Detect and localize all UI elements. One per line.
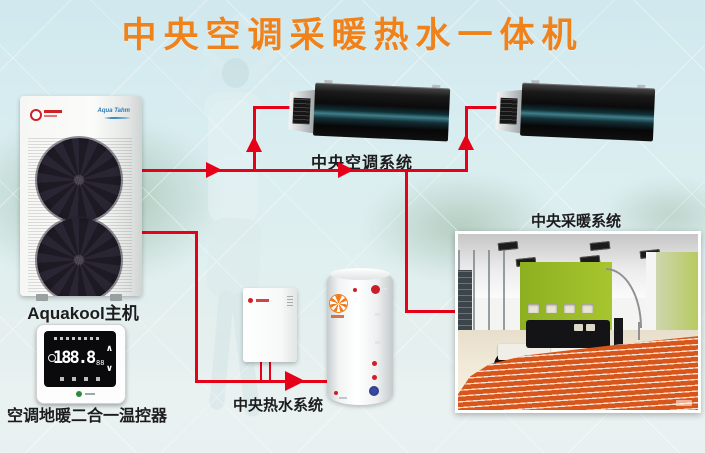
black-planter	[614, 318, 623, 348]
tank-port-mid-1	[372, 361, 377, 366]
heat-pump-cabinet: Aqua Tahm	[20, 96, 142, 296]
aqua-logo-swoosh	[103, 117, 130, 119]
hot-water-system-label: 中央热水系统	[232, 397, 323, 414]
tank-sunburst-logo-icon	[330, 295, 347, 312]
pipe-heating-vertical	[405, 169, 408, 313]
heater-brand-text	[256, 299, 269, 302]
tank-port-top	[371, 285, 380, 294]
ducted-ac-unit-2	[495, 80, 656, 147]
down-arrow-icon: ∨	[105, 363, 113, 373]
tank-indicator-dot	[353, 288, 357, 292]
unit-foot-left	[36, 294, 48, 301]
thermostat-label: 空调地暖二合一温控器	[6, 408, 167, 425]
sofa-pillow	[586, 324, 595, 331]
fan-top-icon	[37, 138, 121, 222]
power-icon	[48, 354, 56, 362]
pipe-hotwater-vertical	[195, 231, 198, 383]
heat-pump-main-unit: Aqua Tahm	[20, 96, 142, 301]
wall-niche	[564, 304, 575, 313]
thermostat-mode-icons	[60, 377, 102, 381]
wall-niche	[582, 304, 593, 313]
ducted-ac-unit-1	[288, 80, 451, 147]
fan-bottom-icon	[37, 218, 121, 296]
brand-badge-icon	[30, 109, 42, 121]
pipe-heater-stub-2	[269, 362, 271, 381]
pipe-ac2-horizontal	[465, 106, 503, 109]
room-photo-content	[458, 234, 698, 410]
flow-arrow-right-3	[285, 371, 305, 391]
hot-water-tank	[327, 268, 393, 405]
tank-fitting-2	[375, 341, 382, 344]
end-cap-grille	[500, 98, 518, 125]
heater-spec-label	[287, 294, 293, 306]
unit-body	[313, 82, 451, 142]
wall-niche	[528, 304, 539, 313]
ac-system-label: 中央空调系统	[310, 155, 413, 172]
tank-fitting-1	[375, 313, 382, 316]
pipe-heater-stub-1	[260, 362, 262, 381]
heater-brand-icon	[248, 298, 253, 303]
unit-foot-right	[110, 294, 122, 301]
thermostat-temperature-readout: 188.8	[53, 348, 96, 368]
tank-port-mid-2	[372, 375, 377, 380]
right-wall-strip	[646, 252, 656, 360]
tank-port-blue	[369, 386, 379, 396]
up-arrow-icon: ∧	[105, 343, 113, 353]
poster-title: 中央空调采暖热水一体机	[121, 16, 584, 55]
flow-arrow-right-1	[206, 162, 222, 178]
main-unit-label: Aquakool主机	[27, 304, 139, 323]
thermostat: 188.8 88 ∧ ∨	[36, 324, 126, 404]
pipe-ac1-horizontal	[253, 106, 301, 109]
brand-text-mark	[44, 110, 62, 113]
pipe-main-horizontal	[140, 169, 468, 172]
thermostat-setpoint-readout: 88	[96, 359, 105, 367]
heating-room-photo	[455, 231, 701, 413]
thermostat-brand-icon	[76, 391, 82, 397]
heating-system-label: 中央采暖系统	[530, 213, 621, 230]
flow-arrow-up-1	[246, 136, 262, 152]
thermostat-brand-text	[85, 393, 95, 395]
flow-arrow-right-2	[338, 162, 354, 178]
lamp-pole	[638, 322, 640, 340]
thermostat-screen: 188.8 88 ∧ ∨	[44, 331, 116, 387]
pipe-heating-horizontal	[405, 310, 456, 313]
photo-watermark	[676, 400, 692, 406]
pipe-hotwater-horizontal-2	[195, 380, 331, 383]
black-sofa	[526, 320, 610, 348]
end-cap-grille	[293, 98, 311, 125]
thermostat-status-segments	[54, 337, 100, 340]
brand-text-mark-2	[44, 115, 57, 117]
hot-water-wall-unit	[243, 288, 297, 362]
sofa-pillow	[574, 324, 583, 331]
flow-arrow-up-2	[458, 134, 474, 150]
unit-body	[520, 82, 656, 142]
aqua-logo-text: Aqua Tahm	[97, 108, 130, 114]
tank-port-label	[382, 288, 387, 290]
tank-drain-label	[339, 397, 347, 399]
wall-niche	[546, 304, 557, 313]
tank-logo-text	[331, 315, 344, 318]
tank-drain-dot	[334, 391, 338, 395]
pipe-hotwater-horizontal-1	[140, 231, 198, 234]
